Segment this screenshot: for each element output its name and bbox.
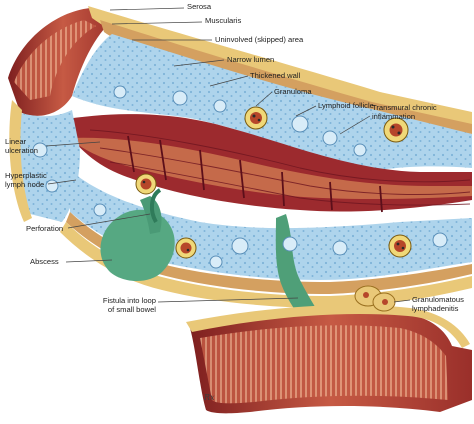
label-fistula-line-1: Fistula into loop — [102, 296, 156, 305]
lymphoid-follicles — [32, 85, 448, 269]
label-hyperplastic-lymph-node: Hyperplastic lymph node — [5, 171, 47, 189]
label-transmural-line-1: Transmural chronic — [372, 103, 437, 112]
perforation-tract — [140, 196, 162, 234]
label-transmural-line-2: inflammation — [372, 111, 416, 121]
narrow-lumen-band — [70, 137, 472, 199]
label-hyperplastic-line-1: Hyperplastic — [5, 171, 47, 180]
small-bowel-folds — [200, 325, 448, 404]
granuloma-4 — [175, 237, 197, 259]
granuloma-5 — [388, 234, 412, 258]
muscularis-layer-lower — [66, 212, 472, 294]
submucosa-upper — [72, 34, 472, 176]
label-transmural-inflammation: Transmural chronic inflammation — [372, 103, 437, 121]
granuloma-1 — [244, 106, 268, 130]
label-hyperplastic-line-2: lymph node — [5, 179, 45, 189]
leader-lines — [45, 7, 411, 303]
artist-signature: Rx — [204, 393, 215, 402]
serosa-layer-lower — [60, 222, 472, 308]
label-abscess: Abscess — [30, 257, 59, 266]
linear-ulcers — [127, 135, 383, 213]
small-bowel-serosa — [186, 304, 470, 348]
left-lymph-node-region — [16, 110, 80, 222]
muscularis-layer-upper — [100, 20, 472, 134]
label-fistula: Fistula into loop of small bowel — [60, 296, 156, 314]
granuloma-2 — [383, 117, 409, 143]
left-serosa — [9, 100, 33, 222]
label-granulomatous-line-1: Granulomatous — [412, 295, 464, 304]
label-fistula-line-2: of small bowel — [107, 304, 156, 314]
serosa-layer-upper — [88, 6, 472, 126]
label-linear-ulceration-line-2: ulceration — [5, 145, 38, 155]
granulomatous-lymph-nodes — [354, 285, 396, 312]
perforation-channel — [149, 188, 162, 224]
label-granulomatous-line-2: lymphadenitis — [412, 303, 459, 313]
label-uninvolved-area: Uninvolved (skipped) area — [215, 35, 304, 44]
label-linear-ulceration: Linear ulceration — [5, 137, 38, 155]
proximal-mucosal-folds — [14, 20, 96, 100]
wall-striations — [89, 129, 471, 206]
label-serosa: Serosa — [187, 2, 212, 11]
label-granuloma: Granuloma — [274, 87, 312, 96]
label-linear-ulceration-line-1: Linear — [5, 137, 27, 146]
label-perforation: Perforation — [26, 224, 64, 233]
label-muscularis: Muscularis — [205, 16, 242, 25]
label-narrow-lumen: Narrow lumen — [227, 55, 275, 64]
label-lymphoid-follicle: Lymphoid follicle — [318, 101, 374, 110]
granuloma-3 — [135, 173, 157, 195]
label-granulomatous-lymphadenitis: Granulomatous lymphadenitis — [412, 295, 464, 313]
label-thickened-wall: Thickened wall — [250, 71, 301, 80]
